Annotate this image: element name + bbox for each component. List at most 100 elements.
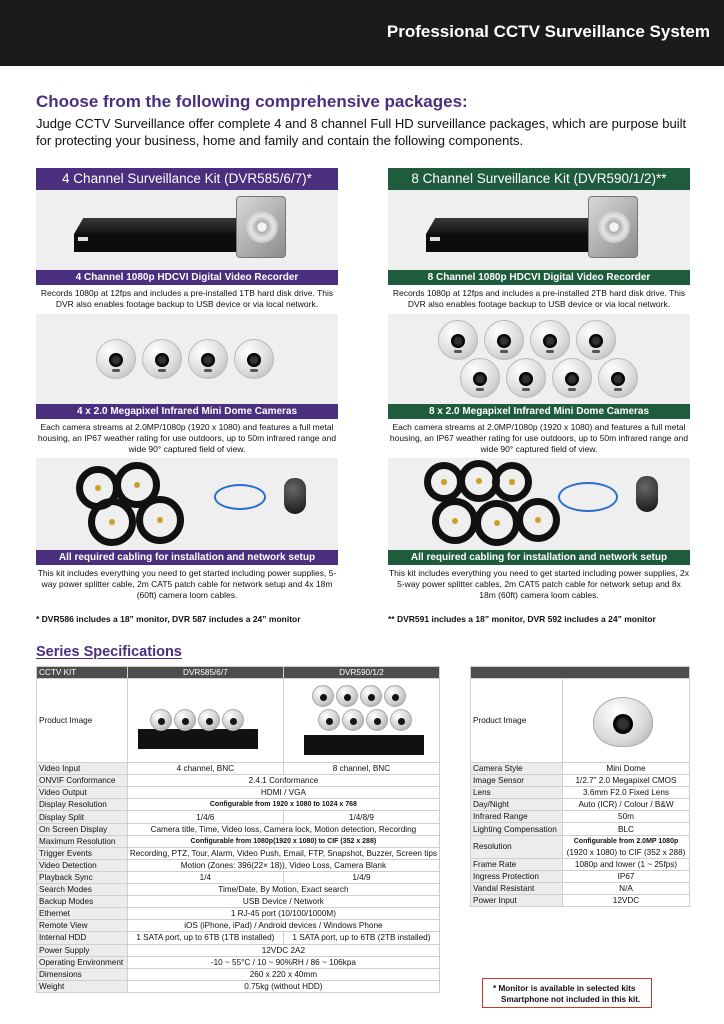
spec-label: Remote View	[36, 919, 128, 933]
dvr-unit	[426, 218, 606, 258]
cables-image	[388, 458, 690, 550]
spec-label: Internal HDD	[36, 931, 128, 945]
dome-camera	[460, 358, 500, 398]
kit-title: 8 Channel Surveillance Kit (DVR590/1/2)*…	[388, 168, 690, 190]
spec-value: 2.4.1 Conformance	[126, 774, 441, 788]
spec-label: Infrared Range	[470, 810, 563, 824]
cables-image	[36, 458, 338, 550]
kit-footnote: * DVR586 includes a 18” monitor, DVR 587…	[36, 614, 301, 624]
dome-camera	[530, 320, 570, 360]
spec-value: 50m	[562, 810, 690, 824]
spec-header-cell: CCTV KIT	[36, 665, 128, 680]
spec-value: Time/Date, By Motion, Exact search	[126, 883, 441, 897]
cameras-description: Each camera streams at 2.0MP/1080p (1920…	[37, 422, 337, 454]
spec-label: Lens	[470, 786, 563, 800]
dome-camera	[438, 320, 478, 360]
specs-title: Series Specifications	[36, 644, 182, 660]
spec-label: Operating Environment	[36, 955, 128, 969]
dvr585-image	[126, 678, 284, 764]
cable-coil	[88, 498, 136, 546]
spec-label: ONVIF Conformance	[36, 774, 128, 788]
page-title: Professional CCTV Surveillance System	[386, 22, 710, 41]
spec-value: 4 channel, BNC	[126, 762, 284, 776]
cameras-image	[388, 314, 690, 404]
spec-value: 1 RJ-45 port (10/100/1000M)	[126, 907, 441, 921]
packages-headline: Choose from the following comprehensive …	[36, 92, 468, 111]
spec-value: BLC	[562, 822, 690, 836]
spec-value: 260 x 220 x 40mm	[126, 967, 441, 981]
spec-label: Maximum Resolution	[36, 834, 128, 848]
spec-value: Configurable from 2.0MP 1080p(1920 x 108…	[562, 834, 690, 859]
dome-camera	[142, 339, 182, 379]
monitor-note-line1: * Monitor is available in selected kits	[493, 984, 636, 993]
kit-footnote: ** DVR591 includes a 18” monitor, DVR 59…	[388, 614, 656, 624]
cable-coil	[136, 496, 184, 544]
spec-value: Configurable from 1080p(1920 x 1080) to …	[126, 834, 441, 848]
spec-value: Motion (Zones: 396(22× 18)), Video Loss,…	[126, 858, 441, 872]
spec-label: Resolution	[470, 834, 563, 859]
spec-label: Power Input	[470, 893, 563, 907]
spec-value: 1/4/9	[282, 870, 441, 885]
spec-row: Operating Environment-10 ~ 55°C / 10 ~ 9…	[36, 955, 441, 969]
dome-camera	[96, 339, 136, 379]
spec-header-cell: DVR590/1/2	[282, 665, 441, 680]
spec-label: Image Sensor	[470, 774, 563, 788]
spec-value: 12VDC 2A2	[126, 943, 441, 957]
cable-coil	[492, 462, 532, 502]
monitor-note-line2: Smartphone not included in this kit.	[501, 995, 641, 1004]
spec-label: Backup Modes	[36, 895, 128, 909]
spec-header-cell: DVR585/6/7	[126, 665, 284, 680]
cable-coil	[432, 498, 478, 544]
spec-value: 1/4/8/9	[282, 810, 441, 824]
kit-4-channel: 4 Channel Surveillance Kit (DVR585/6/7)*…	[36, 168, 338, 624]
spec-label: Frame Rate	[470, 857, 563, 871]
spec-value: IP67	[562, 869, 690, 883]
hard-disk-image	[236, 196, 286, 258]
monitor-note: * Monitor is available in selected kits …	[482, 978, 652, 1008]
product-image-row: Product Image	[36, 678, 441, 764]
camera-image-row: Product Image	[470, 678, 690, 763]
spec-label: Ingress Protection	[470, 869, 563, 883]
dvr590-image	[282, 678, 441, 764]
dvr-description: Records 1080p at 12fps and includes a pr…	[392, 288, 686, 309]
cable-coil	[114, 462, 160, 508]
dome-camera	[234, 339, 274, 379]
spec-value: 1 SATA port, up to 6TB (1TB installed)	[126, 931, 284, 945]
spec-value: Mini Dome	[562, 761, 690, 776]
spec-label: Playback Sync	[36, 870, 128, 885]
dome-camera	[188, 339, 228, 379]
dome-camera	[484, 320, 524, 360]
dvr-image	[388, 190, 690, 270]
spec-value: iOS (iPhone, iPad) / Android devices / W…	[126, 919, 441, 933]
spec-value-line: Configurable from 2.0MP 1080p	[573, 837, 679, 845]
network-cable	[558, 482, 618, 512]
network-cable	[214, 484, 266, 510]
cameras-image	[36, 314, 338, 404]
spec-label: Video Input	[36, 762, 128, 776]
spec-value: 12VDC	[562, 893, 690, 907]
camera-product-image	[562, 678, 690, 763]
spec-value: Camera title, Time, Video loss, Camera l…	[126, 822, 441, 836]
cameras-bar: 4 x 2.0 Megapixel Infrared Mini Dome Cam…	[36, 404, 338, 419]
spec-label: Product Image	[470, 678, 563, 763]
spec-value: 1/2.7” 2.0 Megapixel CMOS	[562, 774, 690, 788]
